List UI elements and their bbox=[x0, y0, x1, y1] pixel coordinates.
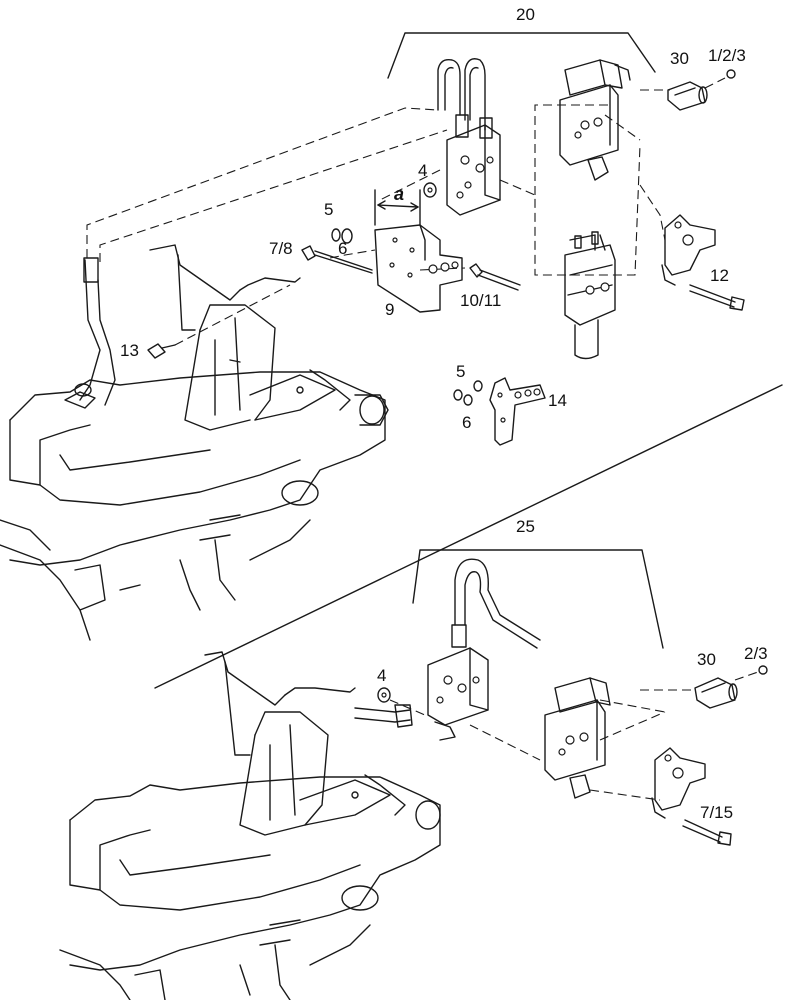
bolt-7-8-icon bbox=[301, 245, 373, 274]
bracket-7-15-icon bbox=[651, 747, 706, 819]
section-divider bbox=[154, 384, 783, 689]
group-20-bracket bbox=[387, 32, 656, 79]
chassis-frame-bottom-icon bbox=[59, 776, 441, 1000]
pipe-bottom-icon bbox=[354, 558, 541, 728]
pipe-top-left-icon bbox=[64, 257, 116, 409]
callout-part-12: 12 bbox=[710, 266, 729, 285]
callout-part-30-bottom: 30 bbox=[697, 650, 716, 669]
callout-dim-a: a bbox=[394, 184, 405, 204]
callout-part-5-lower: 5 bbox=[456, 362, 466, 381]
callout-part-13: 13 bbox=[120, 341, 139, 360]
callout-part-7-15: 7/15 bbox=[700, 803, 734, 822]
washers-5-6-top-icon bbox=[331, 228, 353, 244]
leader-lines-bottom bbox=[389, 671, 759, 801]
callout-part-9: 9 bbox=[385, 300, 395, 319]
bolt-7-15-icon bbox=[682, 819, 732, 846]
washer-4-top-icon bbox=[423, 182, 437, 198]
chassis-frame-top-icon bbox=[0, 371, 389, 641]
callout-part-10-11: 10/11 bbox=[460, 291, 502, 310]
mounting-stand-top-icon bbox=[149, 244, 351, 431]
washer-4-bottom-icon bbox=[377, 687, 391, 703]
callout-part-4-top: 4 bbox=[418, 161, 428, 180]
solenoid-valve-lower-top-icon bbox=[564, 231, 616, 360]
solenoid-valve-bottom-icon bbox=[544, 677, 611, 799]
connector-30-bottom-icon bbox=[694, 665, 768, 709]
connector-30-top-icon bbox=[667, 69, 736, 111]
callout-part-5-top: 5 bbox=[324, 200, 334, 219]
callout-part-6-lower: 6 bbox=[462, 413, 472, 432]
callout-part-7-8: 7/8 bbox=[269, 239, 293, 258]
callout-part-2-3: 2/3 bbox=[744, 644, 768, 663]
bolt-10-11-icon bbox=[469, 263, 521, 291]
dimension-a-icon bbox=[374, 189, 421, 226]
bolt-12-icon bbox=[689, 284, 745, 311]
callout-group-20: 20 bbox=[516, 5, 535, 24]
mounting-stand-bottom-icon bbox=[204, 651, 406, 836]
callout-part-6-top: 6 bbox=[338, 239, 348, 258]
hydraulic-valve-block-bottom-icon bbox=[427, 647, 489, 741]
bolt-13-icon bbox=[147, 343, 176, 359]
bracket-9-icon bbox=[374, 224, 463, 313]
solenoid-valve-upper-top-icon bbox=[559, 59, 631, 181]
leader-lines-top bbox=[86, 77, 726, 346]
callout-part-30-top: 30 bbox=[670, 49, 689, 68]
callout-part-14: 14 bbox=[548, 391, 567, 410]
callout-part-1-2-3: 1/2/3 bbox=[708, 46, 746, 65]
callout-group-25: 25 bbox=[516, 517, 535, 536]
hydraulic-valve-block-top-icon bbox=[437, 58, 501, 216]
plate-14-icon bbox=[453, 377, 546, 446]
group-25-bracket bbox=[412, 549, 664, 649]
callout-part-4-bottom: 4 bbox=[377, 666, 387, 685]
bracket-12-top-icon bbox=[661, 214, 716, 286]
